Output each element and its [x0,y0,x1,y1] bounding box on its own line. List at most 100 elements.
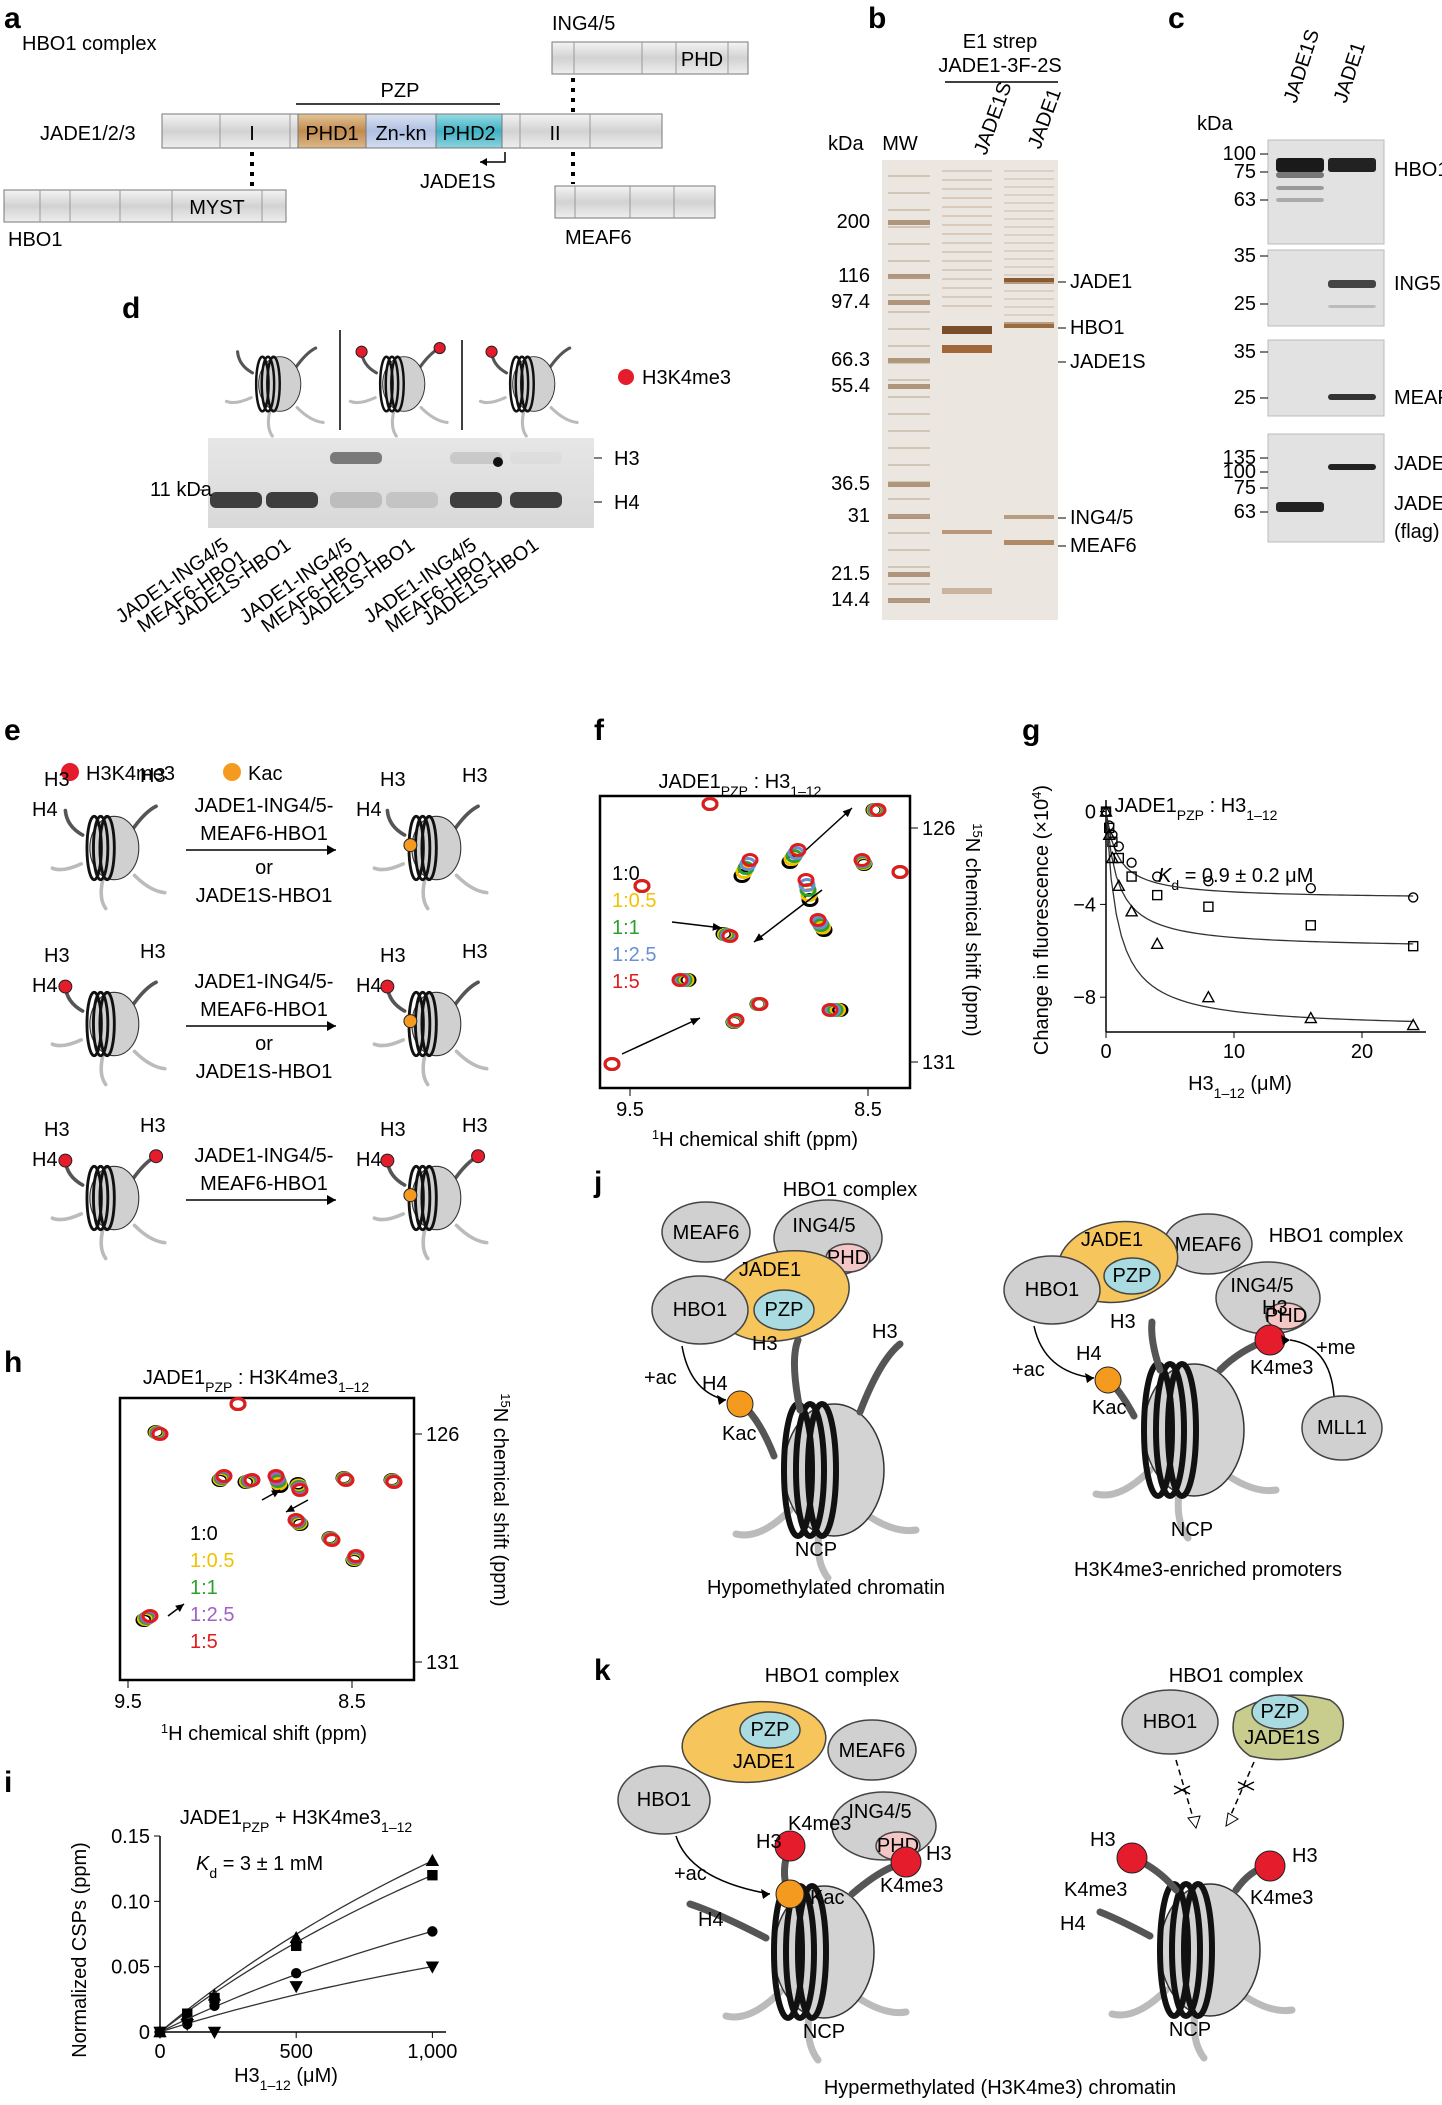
blot-band [1328,280,1376,288]
h3k4me3-mark [1254,1324,1286,1356]
me-arrow-head [1281,1335,1290,1345]
j-meaf6: MEAF6 [1175,1234,1242,1256]
data-point-triangle [1112,878,1126,892]
histone-tail [722,1988,784,2021]
blot-label-jade1s: JADE1S [1394,493,1442,515]
shift-arrowhead [175,1604,184,1612]
nmr-peak [671,973,689,987]
lane-jade1: JADE1 [1024,86,1066,152]
h4-tail [686,1900,770,1942]
data-point-square [1113,852,1125,864]
jade1s-smear [942,242,992,244]
jade1-smear [1004,250,1054,252]
data-point-circle [1151,871,1163,882]
jade1s-label: JADE1S [420,171,496,193]
nmr-peak [891,865,909,879]
panel-b: b E1 strep JADE1-3F-2S kDa MW JADE1S JAD… [828,2,1146,620]
gel-header-2: JADE1-3F-2S [938,55,1061,77]
panel-tag-e: e [4,714,21,747]
panel-tag-i: i [4,1766,12,1799]
blot-label-2: MEAF6 [1394,387,1442,409]
histone-tail [478,396,507,405]
zn-knuckle-domain [365,113,437,149]
e-enzyme-2: MEAF6-HBO1 [200,999,328,1021]
h4-band [510,492,562,508]
e-or: or [255,857,273,879]
shift-arrowhead [754,933,764,942]
blot-band [1276,502,1324,512]
gel-artifact [493,457,503,467]
data-point-square [1103,822,1115,834]
ratio-0: 1:0 [612,863,640,885]
dna-wrap [795,1883,829,2021]
k-right-title: HBO1 complex [1169,1665,1304,1687]
blot-marker: 63 [1234,189,1256,211]
k-h4: H4 [1060,1913,1086,1935]
nmr-peak [347,1549,365,1563]
band-label-ing45: ING4/5 [1070,507,1133,529]
e-enzyme-3: JADE1S-HBO1 [196,1061,333,1083]
h3k4me3-mark [58,979,73,994]
jade1-smear [1004,258,1054,260]
e-h3-right: H3 [140,765,166,787]
h-ylabel: 15N chemical shift (ppm) [489,1393,514,1606]
histone-tail [132,873,167,895]
jade1-lane-band [1004,278,1054,284]
k-h3: H3 [926,1843,952,1865]
nmr-peak [727,1013,745,1027]
jade1-smear [1004,274,1054,276]
histone-tail [520,409,528,438]
data-point-square [1203,901,1214,912]
k-k4me3: K4me3 [880,1875,943,1897]
histone-tail [348,396,377,405]
data-point-circle [290,1967,302,1979]
lane-mw: MW [882,133,918,155]
h3k4me3-legend-dot [618,369,634,385]
blot-label-1: ING5 [1394,273,1441,295]
e-arrowhead [327,1195,336,1205]
dna-wrap [420,990,438,1058]
ratio-2: 1:1 [612,917,640,939]
data-point-triangle-down [153,2026,167,2039]
f-title: JADE1PZP : H31–12 [659,771,822,799]
nmr-peak [789,843,807,857]
fit-curve [1105,811,1414,897]
dna-wrap [1169,1881,1203,2019]
y-tick-label: 0.15 [111,1826,150,1848]
f-peaks [603,797,909,1071]
data-point-triangle [1201,990,1216,1003]
y-tick-label: 0.10 [111,1891,150,1913]
data-point-circle [1407,892,1419,903]
g-title: JADE1PZP : H31–12 [1115,795,1278,823]
jade1s-smear [942,278,992,280]
h3-tail [790,1336,804,1414]
h3k4me3-mark [1116,1842,1148,1874]
histone-tail [390,409,398,438]
myst-label: MYST [189,197,245,219]
histone-tail [451,980,480,1009]
ac-arrow [1033,1325,1095,1379]
j-h3: H3 [1262,1297,1288,1319]
data-point-circle [209,2000,220,2012]
j-pzp: PZP [1113,1265,1152,1287]
panel-f: f JADE1PZP : H31–12 1:01:0.51:11:2.51:5 … [594,714,986,1151]
jade1-smear [1004,266,1054,268]
pzp-blob [739,1711,801,1749]
d-kda-label: 11 kDa [150,479,213,501]
histone-tail [99,877,108,911]
data-point-triangle-down [207,2026,222,2039]
jade1s-smear [942,305,992,307]
k-h3: H3 [1090,1829,1116,1851]
nmr-peak [287,1513,305,1527]
hbo1-blob [1121,1689,1219,1755]
shift-arrowhead [271,1490,280,1498]
f-xtick-0: 9.5 [616,1099,644,1121]
j-meaf6: MEAF6 [673,1222,740,1244]
panel-tag-f: f [594,714,605,747]
data-point-circle [1126,857,1137,868]
mw-smear [888,311,930,313]
data-point-square [1126,871,1137,882]
